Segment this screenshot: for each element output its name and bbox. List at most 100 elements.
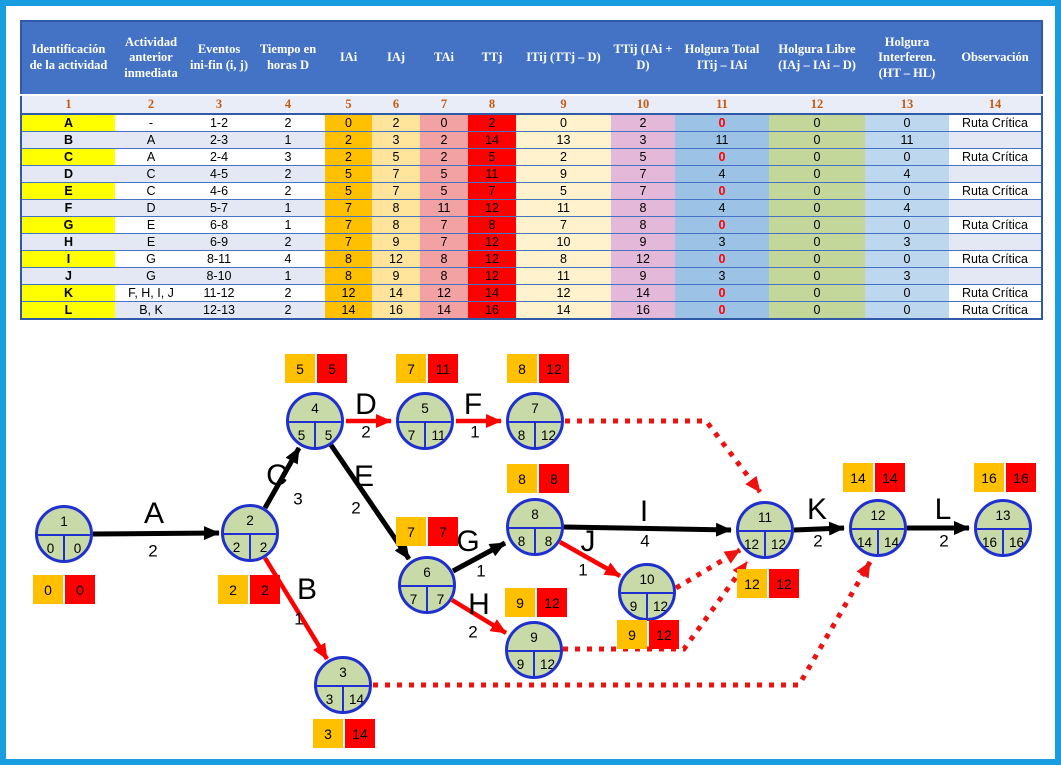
cell-hi: 0 <box>865 114 949 132</box>
late-time: 8 <box>544 533 553 549</box>
cell-iai: 14 <box>325 301 372 320</box>
early-time-box: 14 <box>843 463 873 492</box>
late-time-box: 5 <box>317 354 347 383</box>
cell-iai: 12 <box>325 284 372 302</box>
late-time: 16 <box>1008 534 1025 550</box>
edge-label-F: F <box>463 388 483 421</box>
event-number: 4 <box>289 395 341 423</box>
cell-obs: Ruta Crítica <box>949 301 1042 320</box>
cell-prev: G <box>115 267 187 285</box>
early-time-box: 8 <box>507 464 537 493</box>
header-events: Eventos ini-fin (i, j) <box>187 21 251 96</box>
early-time-box: 12 <box>737 569 767 598</box>
cell-d: 4 <box>251 250 325 268</box>
cell-tai: 2 <box>420 131 468 149</box>
early-time: 2 <box>224 535 251 559</box>
cell-hl: 0 <box>769 131 865 149</box>
cell-ttij: 9 <box>611 233 675 251</box>
early-time: 9 <box>621 594 648 618</box>
cell-tai: 5 <box>420 165 468 183</box>
cell-hl: 0 <box>769 148 865 166</box>
column-number: 3 <box>187 95 251 115</box>
event-number: 2 <box>224 507 276 535</box>
cpm-table: Identificación de la actividad Actividad… <box>20 20 1043 320</box>
cell-iai: 7 <box>325 216 372 234</box>
cell-tai: 12 <box>420 284 468 302</box>
cell-id: K <box>21 284 115 302</box>
edge-G <box>451 540 507 574</box>
cell-hl: 0 <box>769 284 865 302</box>
early-time: 9 <box>508 652 535 676</box>
late-time-box: 14 <box>345 719 375 748</box>
cell-iaj: 14 <box>372 284 420 302</box>
cell-obs <box>949 199 1042 217</box>
early-time-box: 2 <box>218 575 248 604</box>
cell-hi: 0 <box>865 148 949 166</box>
cell-ttj: 2 <box>468 114 516 132</box>
edge-H <box>450 598 508 635</box>
header-ttj: TTj <box>468 21 516 96</box>
edge-label-B: B <box>296 573 318 606</box>
cell-obs <box>949 131 1042 149</box>
late-time: 11 <box>431 427 446 443</box>
early-time-box: 16 <box>974 463 1004 492</box>
cell-ttij: 12 <box>611 250 675 268</box>
early-time: 0 <box>38 536 65 560</box>
cell-ttj: 16 <box>468 301 516 320</box>
late-time: 12 <box>539 656 556 672</box>
cell-iai: 0 <box>325 114 372 132</box>
cell-ttij: 7 <box>611 165 675 183</box>
header-itij: ITij (TTj – D) <box>516 21 611 96</box>
cell-ttij: 3 <box>611 131 675 149</box>
cell-itij: 12 <box>516 284 611 302</box>
cell-ttij: 9 <box>611 267 675 285</box>
cell-hl: 0 <box>769 216 865 234</box>
edge-B <box>263 556 329 661</box>
dummy-arrow-3-12 <box>373 560 873 688</box>
event-number: 3 <box>317 659 369 687</box>
cell-ttij: 8 <box>611 216 675 234</box>
cell-itij: 10 <box>516 233 611 251</box>
cell-id: F <box>21 199 115 217</box>
late-time-box: 12 <box>769 569 799 598</box>
cell-itij: 9 <box>516 165 611 183</box>
cell-ttj: 7 <box>468 182 516 200</box>
cell-ht: 4 <box>675 165 769 183</box>
late-time: 12 <box>770 536 787 552</box>
cell-ttj: 12 <box>468 250 516 268</box>
column-number: 8 <box>468 95 516 115</box>
cell-ht: 0 <box>675 148 769 166</box>
cell-prev: A <box>115 148 187 166</box>
cell-itij: 8 <box>516 250 611 268</box>
cell-prev: D <box>115 199 187 217</box>
edge-duration-D: 2 <box>361 422 371 442</box>
late-time-box: 12 <box>649 620 679 649</box>
edge-label-G: G <box>456 525 480 558</box>
dummy-arrow-10-11 <box>674 547 742 591</box>
edge-duration-A: 2 <box>148 541 158 561</box>
cell-events: 6-9 <box>187 233 251 251</box>
edge-K <box>793 521 845 536</box>
cell-id: I <box>21 250 115 268</box>
cell-itij: 13 <box>516 131 611 149</box>
late-time: 14 <box>883 534 900 550</box>
edge-duration-E: 2 <box>351 498 361 518</box>
